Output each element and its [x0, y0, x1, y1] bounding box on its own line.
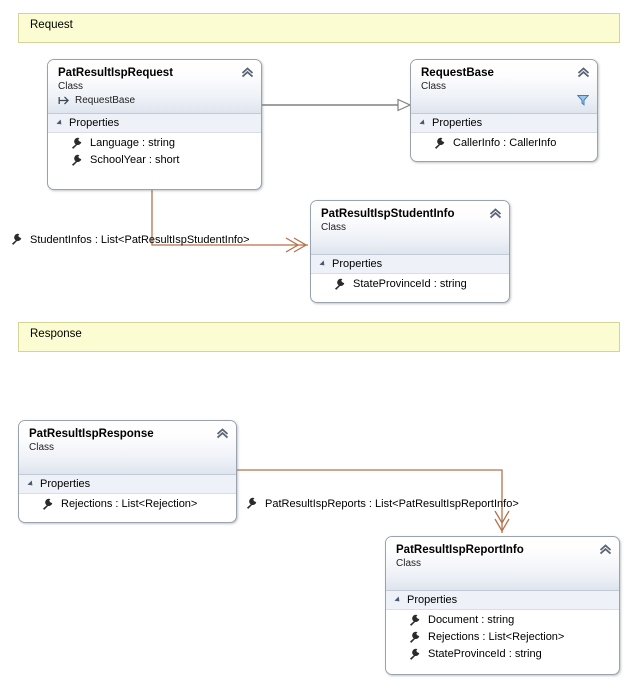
member-label: Document : string [428, 614, 515, 626]
property-wrench-icon [72, 137, 82, 149]
member-row[interactable]: StateProvinceId : string [311, 276, 509, 293]
inheritance-connector[interactable] [262, 98, 412, 112]
class-base-row: RequestBase [58, 94, 235, 107]
property-wrench-icon [410, 614, 420, 626]
member-label: SchoolYear : short [90, 154, 180, 166]
member-label: Language : string [90, 137, 176, 149]
member-row[interactable]: CallerInfo : CallerInfo [411, 135, 597, 152]
property-wrench-icon [410, 648, 420, 660]
association-label-text: PatResultIspReports : List<PatResultIspR… [265, 497, 519, 510]
member-row[interactable]: Document : string [386, 612, 619, 629]
class-shape-patresultisprequest[interactable]: PatResultIspRequest Class RequestBase Pr… [47, 59, 262, 190]
compartment-header-properties[interactable]: Properties [19, 475, 236, 494]
compartment-header-properties[interactable]: Properties [48, 114, 261, 133]
request-banner-label: Request [30, 19, 73, 31]
inheritance-arrow-icon [58, 96, 69, 105]
compartment-header-properties[interactable]: Properties [386, 591, 619, 610]
request-banner[interactable]: Request [18, 13, 620, 43]
association-label-text: StudentInfos : List<PatResultIspStudentI… [30, 233, 250, 246]
class-header[interactable]: PatResultIspResponse Class [19, 421, 236, 475]
compartment-label: Properties [432, 117, 483, 129]
member-list: Rejections : List<Rejection> [19, 494, 236, 517]
member-row[interactable]: Rejections : List<Rejection> [386, 629, 619, 646]
response-banner-label: Response [30, 328, 82, 340]
property-wrench-icon [43, 498, 53, 510]
property-wrench-icon [335, 278, 345, 290]
funnel-filter-icon[interactable] [577, 94, 589, 106]
member-row[interactable]: Language : string [48, 135, 261, 152]
chevron-up-double-icon[interactable] [216, 428, 229, 439]
response-banner[interactable]: Response [18, 322, 620, 352]
chevron-up-double-icon[interactable] [599, 544, 612, 555]
property-wrench-icon [410, 631, 420, 643]
property-wrench-icon [247, 497, 257, 509]
class-title: RequestBase [421, 67, 494, 79]
member-row[interactable]: StateProvinceId : string [386, 646, 619, 663]
member-label: CallerInfo : CallerInfo [453, 137, 557, 149]
member-list: Document : string Rejections : List<Reje… [386, 610, 619, 667]
class-header[interactable]: PatResultIspReportInfo Class [386, 537, 619, 591]
class-header[interactable]: PatResultIspStudentInfo Class [311, 201, 509, 255]
member-label: StateProvinceId : string [353, 278, 467, 290]
expander-triangle-icon[interactable] [27, 480, 35, 488]
member-list: Language : string SchoolYear : short [48, 133, 261, 173]
chevron-up-double-icon[interactable] [489, 208, 502, 219]
property-wrench-icon [435, 137, 445, 149]
class-shape-requestbase[interactable]: RequestBase Class Properties CallerInfo … [410, 59, 598, 162]
class-stereotype: Class [396, 558, 422, 569]
property-wrench-icon [72, 154, 82, 166]
member-label: StateProvinceId : string [428, 648, 542, 660]
class-stereotype: Class [421, 81, 447, 92]
member-row[interactable]: Rejections : List<Rejection> [19, 496, 236, 513]
compartment-header-properties[interactable]: Properties [411, 114, 597, 133]
compartment-label: Properties [407, 594, 458, 606]
expander-triangle-icon[interactable] [394, 596, 402, 604]
compartment-label: Properties [332, 258, 383, 270]
association-label-reports[interactable]: PatResultIspReports : List<PatResultIspR… [245, 497, 519, 510]
expander-triangle-icon[interactable] [419, 119, 427, 127]
class-base-label: RequestBase [75, 95, 136, 106]
class-stereotype: Class [29, 442, 55, 453]
member-list: StateProvinceId : string [311, 274, 509, 297]
expander-triangle-icon[interactable] [319, 260, 327, 268]
expander-triangle-icon[interactable] [56, 119, 64, 127]
class-title: PatResultIspResponse [29, 428, 154, 440]
class-shape-patresultispreportinfo[interactable]: PatResultIspReportInfo Class Properties … [385, 536, 620, 675]
class-shape-patresultispresponse[interactable]: PatResultIspResponse Class Properties Re… [18, 420, 237, 523]
class-shape-patresultispstudentinfo[interactable]: PatResultIspStudentInfo Class Properties… [310, 200, 510, 303]
chevron-up-double-icon[interactable] [241, 67, 254, 78]
class-stereotype: Class [321, 222, 347, 233]
class-stereotype: Class [58, 81, 84, 92]
association-label-studentinfos[interactable]: StudentInfos : List<PatResultIspStudentI… [10, 233, 250, 246]
member-row[interactable]: SchoolYear : short [48, 152, 261, 169]
class-header[interactable]: PatResultIspRequest Class RequestBase [48, 60, 261, 114]
compartment-header-properties[interactable]: Properties [311, 255, 509, 274]
compartment-label: Properties [69, 117, 120, 129]
class-header[interactable]: RequestBase Class [411, 60, 597, 114]
member-label: Rejections : List<Rejection> [61, 498, 198, 510]
member-label: Rejections : List<Rejection> [428, 631, 565, 643]
class-title: PatResultIspStudentInfo [321, 208, 455, 220]
class-title: PatResultIspRequest [58, 67, 174, 79]
class-title: PatResultIspReportInfo [396, 544, 524, 556]
compartment-label: Properties [40, 478, 91, 490]
property-wrench-icon [12, 233, 22, 245]
chevron-up-double-icon[interactable] [577, 67, 590, 78]
member-list: CallerInfo : CallerInfo [411, 133, 597, 156]
